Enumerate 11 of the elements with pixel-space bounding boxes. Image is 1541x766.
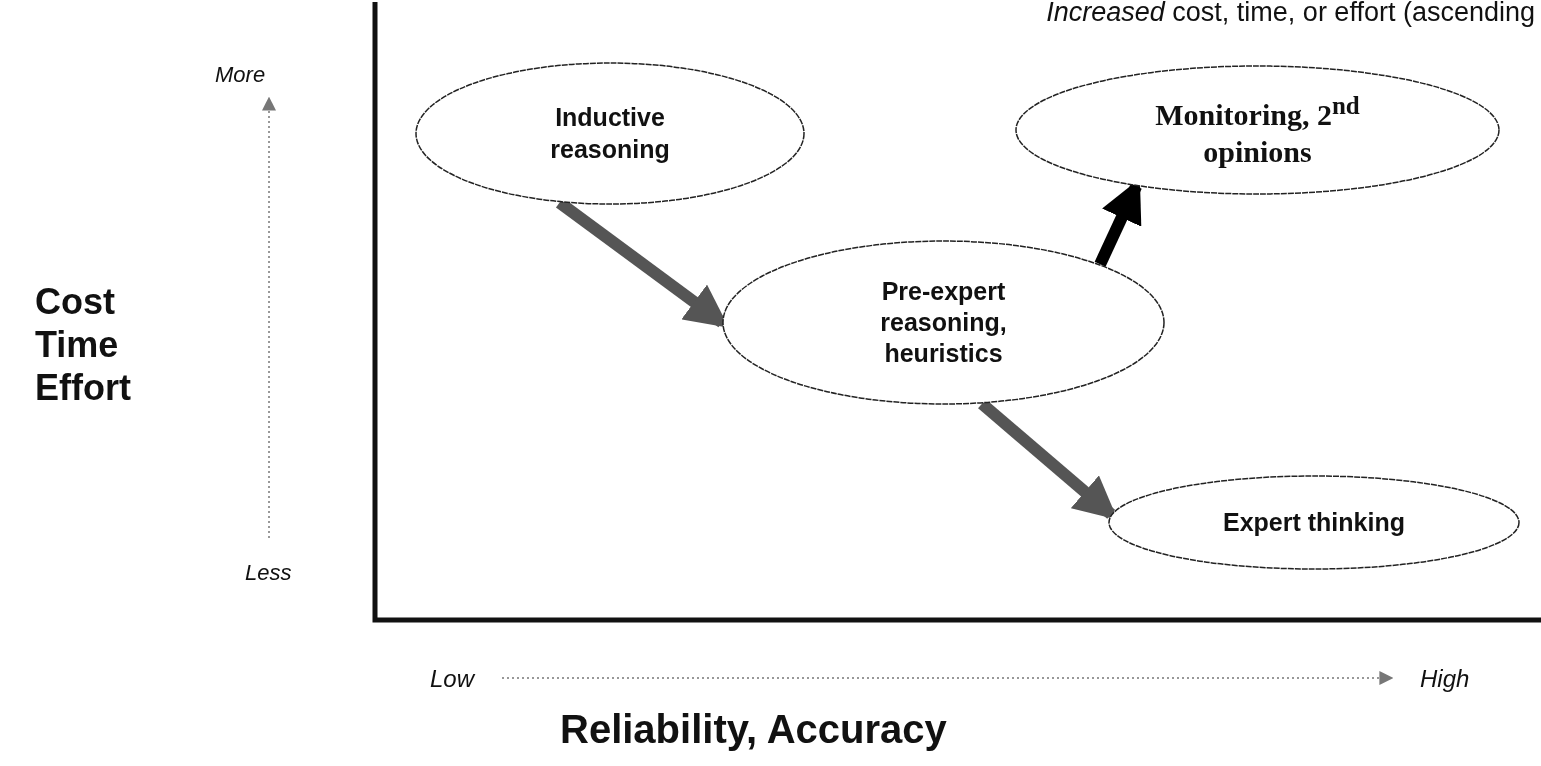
axis-title: Cost Time Effort	[35, 280, 132, 410]
axis-tick-label: Low	[430, 665, 475, 694]
node-label: Pre-expert reasoning, heuristics	[879, 275, 1008, 370]
caption-text: Increased cost, time, or effort (ascending	[1045, 0, 1535, 29]
axis-title: Reliability, Accuracy	[560, 706, 947, 753]
node-label: Monitoring, 2$^{nd}$ opinions	[1154, 90, 1361, 170]
node-label: Inductive reasoning	[549, 102, 671, 165]
axis-tick-label: More	[215, 62, 266, 89]
axis-tick-label: High	[1420, 665, 1470, 694]
node-label: Expert thinking	[1223, 506, 1405, 538]
axis-tick-label: Less	[245, 560, 292, 587]
